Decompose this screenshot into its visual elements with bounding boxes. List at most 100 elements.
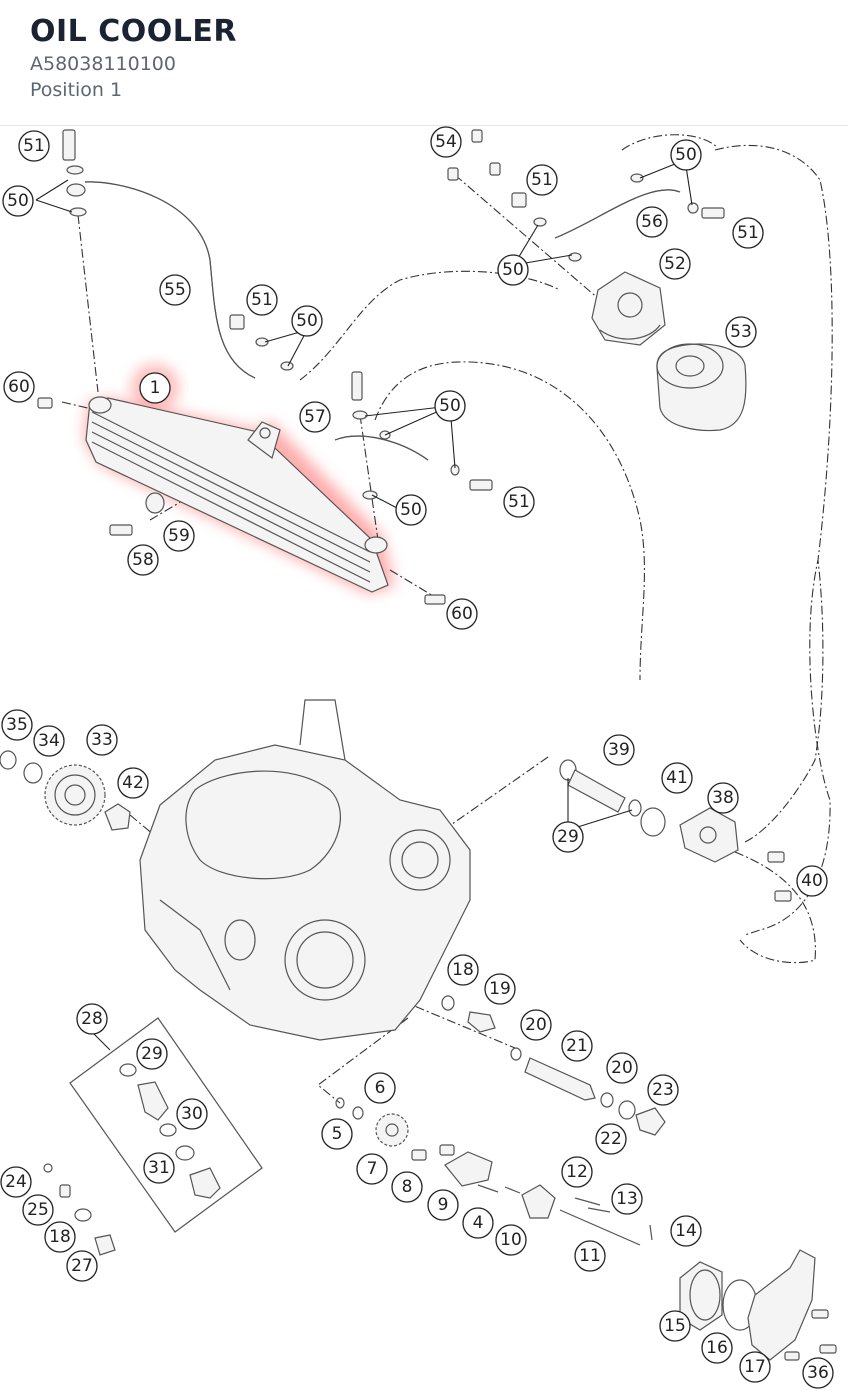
- callout-50: 50: [291, 305, 323, 337]
- callout-circle: [796, 865, 828, 897]
- callout-label: 50: [296, 311, 318, 331]
- callout-50: 50: [497, 254, 529, 286]
- callout-label: 59: [168, 526, 190, 546]
- callout-circle: [1, 709, 33, 741]
- callout-circle: [22, 1194, 54, 1226]
- callout-circle: [495, 1224, 527, 1256]
- callout-7: 7: [356, 1153, 388, 1185]
- callout-circle: [561, 1156, 593, 1188]
- oil-lines: [84, 181, 681, 461]
- callout-51: 51: [503, 486, 535, 518]
- callout-circle: [603, 734, 635, 766]
- callout-label: 20: [611, 1058, 633, 1078]
- callout-label: 39: [608, 740, 630, 760]
- callout-22: 22: [595, 1123, 627, 1155]
- callout-56: 56: [636, 206, 668, 238]
- callout-circle: [139, 372, 171, 404]
- callout-label: 50: [439, 396, 461, 416]
- callout-circle: [356, 1153, 388, 1185]
- callout-35: 35: [1, 709, 33, 741]
- callout-label: 36: [807, 1363, 829, 1383]
- pump-gear-parts: [335, 1097, 653, 1246]
- callout-label: 57: [304, 407, 326, 427]
- callout-label: 9: [438, 1195, 449, 1215]
- callout-label: 25: [27, 1200, 49, 1220]
- callout-label: 10: [500, 1230, 522, 1250]
- callout-circle: [670, 1215, 702, 1247]
- callout-54: 54: [430, 126, 462, 158]
- callout-circle: [595, 1123, 627, 1155]
- callout-circle: [659, 1310, 691, 1342]
- callout-circle: [561, 1030, 593, 1062]
- callout-label: 51: [737, 223, 759, 243]
- callout-circle: [484, 973, 516, 1005]
- callout-label: 55: [164, 280, 186, 300]
- callout-circle: [246, 284, 278, 316]
- callout-57: 57: [299, 401, 331, 433]
- callout-label: 24: [5, 1172, 27, 1192]
- callout-circle: [430, 126, 462, 158]
- callout-38: 38: [707, 782, 739, 814]
- callout-51: 51: [732, 217, 764, 249]
- callout-17: 17: [739, 1351, 771, 1383]
- callout-label: 60: [8, 377, 30, 397]
- callout-label: 50: [502, 260, 524, 280]
- callout-52: 52: [659, 248, 691, 280]
- callout-28: 28: [76, 1003, 108, 1035]
- callout-9: 9: [427, 1189, 459, 1221]
- callout-10: 10: [495, 1224, 527, 1256]
- callout-circle: [659, 248, 691, 280]
- callout-circle: [447, 954, 479, 986]
- callout-42: 42: [117, 767, 149, 799]
- callout-label: 34: [38, 731, 60, 751]
- callout-label: 27: [71, 1256, 93, 1276]
- callout-label: 60: [451, 604, 473, 624]
- page-title: OIL COOLER: [30, 14, 237, 49]
- oil-filter: [656, 343, 747, 432]
- callout-label: 41: [666, 768, 688, 788]
- callout-circle: [395, 494, 427, 526]
- callout-circle: [44, 1221, 76, 1253]
- callout-label: 19: [489, 979, 511, 999]
- pump-cover-parts: [679, 1249, 837, 1361]
- group-28-box: [69, 1017, 263, 1233]
- callout-60: 60: [3, 371, 35, 403]
- callout-label: 58: [132, 550, 154, 570]
- callout-label: 52: [664, 254, 686, 274]
- callout-29: 29: [136, 1038, 168, 1070]
- callout-40: 40: [796, 865, 828, 897]
- callout-13: 13: [611, 1183, 643, 1215]
- callout-16: 16: [701, 1332, 733, 1364]
- callout-label: 50: [675, 145, 697, 165]
- callout-circle: [606, 1052, 638, 1084]
- callout-circle: [299, 401, 331, 433]
- callout-circle: [33, 725, 65, 757]
- callout-label: 8: [402, 1177, 413, 1197]
- callout-1: 1: [139, 372, 171, 404]
- callout-label: 1: [150, 378, 161, 398]
- callout-55: 55: [159, 274, 191, 306]
- callout-label: 29: [557, 827, 579, 847]
- callout-label: 7: [367, 1159, 378, 1179]
- callout-31: 31: [143, 1152, 175, 1184]
- callout-circle: [3, 371, 35, 403]
- callout-circle: [462, 1207, 494, 1239]
- callout-label: 15: [664, 1316, 686, 1336]
- callout-circle: [647, 1074, 679, 1106]
- callout-circle: [66, 1250, 98, 1282]
- crankcase: [139, 699, 471, 1041]
- shaft-parts: [441, 995, 666, 1136]
- callout-18: 18: [447, 954, 479, 986]
- callout-circle: [321, 1118, 353, 1150]
- callout-circle: [86, 724, 118, 756]
- callout-58: 58: [127, 544, 159, 576]
- callout-circle: [725, 316, 757, 348]
- callout-label: 6: [375, 1078, 386, 1098]
- callout-5: 5: [321, 1118, 353, 1150]
- gear-assembly: [0, 750, 131, 831]
- callout-20: 20: [520, 1009, 552, 1041]
- callout-8: 8: [391, 1171, 423, 1203]
- callout-label: 14: [675, 1221, 697, 1241]
